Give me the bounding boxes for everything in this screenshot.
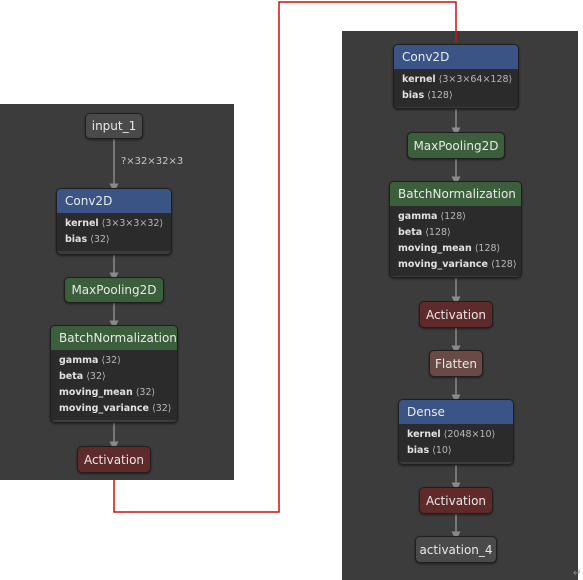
attr-moving-mean: moving_mean⟨128⟩ — [398, 243, 501, 254]
node-conv2d-2-title: Conv2D — [394, 45, 518, 69]
attr-gamma: gamma⟨32⟩ — [59, 355, 121, 366]
attr-moving-mean: moving_mean⟨32⟩ — [59, 387, 156, 398]
node-maxpooling2d-2-label: MaxPooling2D — [413, 138, 499, 153]
node-batchnorm-2[interactable]: BatchNormalization gamma⟨128⟩ beta⟨128⟩ … — [389, 181, 522, 278]
attr-beta: beta⟨32⟩ — [59, 371, 106, 382]
node-maxpooling2d-1[interactable]: MaxPooling2D — [64, 277, 164, 303]
return-mark: ↵ — [573, 568, 582, 579]
node-conv2d-2[interactable]: Conv2D kernel⟨3×3×64×128⟩ bias⟨128⟩ — [393, 44, 519, 109]
attr-kernel: kernel⟨2048×10⟩ — [407, 429, 496, 440]
attr-moving-variance: moving_variance⟨32⟩ — [59, 403, 172, 414]
node-activation-2-label: Activation — [425, 307, 487, 322]
node-dense[interactable]: Dense kernel⟨2048×10⟩ bias⟨10⟩ — [398, 399, 514, 465]
attr-bias: bias⟨10⟩ — [407, 445, 452, 456]
node-input-1-label: input_1 — [91, 119, 137, 133]
node-activation-3-label: Activation — [425, 493, 487, 508]
node-activation-2[interactable]: Activation — [419, 301, 493, 328]
node-conv2d-1[interactable]: Conv2D kernel⟨3×3×3×32⟩ bias⟨32⟩ — [56, 188, 172, 255]
attr-beta: beta⟨128⟩ — [398, 227, 451, 238]
attr-kernel: kernel⟨3×3×64×128⟩ — [402, 74, 513, 85]
node-activation-1-label: Activation — [83, 452, 145, 467]
attr-kernel: kernel⟨3×3×3×32⟩ — [65, 218, 164, 229]
node-batchnorm-2-title: BatchNormalization — [390, 182, 521, 206]
node-maxpooling2d-2[interactable]: MaxPooling2D — [407, 132, 505, 159]
node-conv2d-1-title: Conv2D — [57, 189, 171, 213]
edge-shape-label: ?×32×32×3 — [121, 156, 184, 167]
node-maxpooling2d-1-label: MaxPooling2D — [71, 283, 157, 297]
node-input-1[interactable]: input_1 — [85, 113, 143, 139]
attr-gamma: gamma⟨128⟩ — [398, 211, 466, 222]
node-dense-title: Dense — [399, 400, 513, 424]
attr-moving-variance: moving_variance⟨128⟩ — [398, 259, 517, 270]
node-activation-4-output[interactable]: activation_4 — [415, 536, 497, 563]
node-activation-1[interactable]: Activation — [77, 446, 151, 473]
attr-bias: bias⟨32⟩ — [65, 234, 110, 245]
node-flatten[interactable]: Flatten — [429, 350, 483, 377]
attr-bias: bias⟨128⟩ — [402, 90, 453, 101]
node-activation-3[interactable]: Activation — [419, 487, 493, 514]
node-flatten-label: Flatten — [435, 356, 477, 371]
node-batchnorm-1[interactable]: BatchNormalization gamma⟨32⟩ beta⟨32⟩ mo… — [50, 325, 178, 423]
node-batchnorm-1-title: BatchNormalization — [51, 326, 177, 350]
node-activation-4-label: activation_4 — [419, 542, 493, 557]
